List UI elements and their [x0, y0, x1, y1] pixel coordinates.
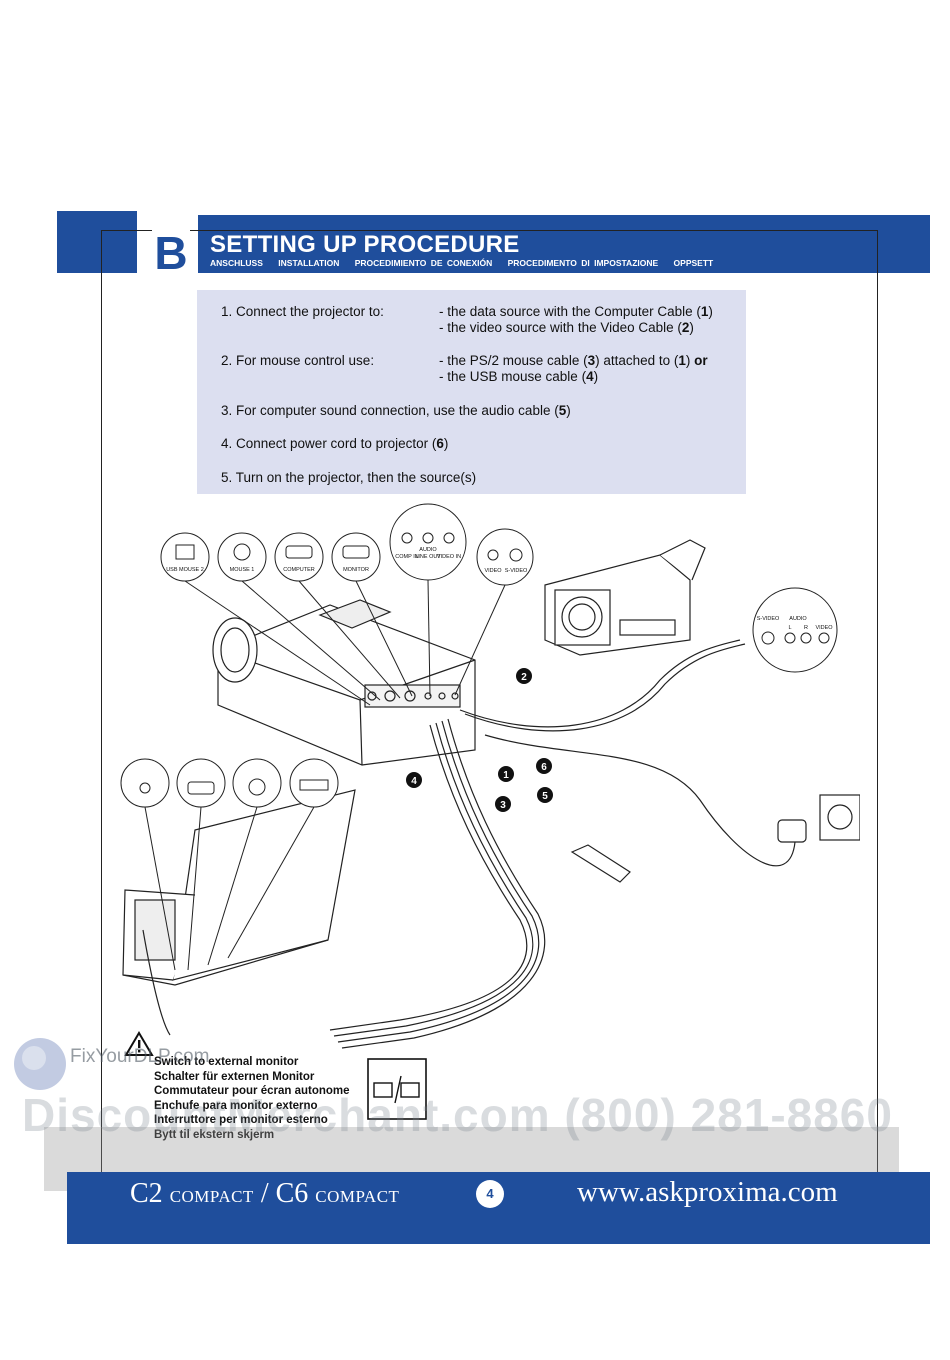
- camcorder-audio-label: AUDIO: [789, 616, 807, 622]
- svg-text:1: 1: [503, 770, 509, 781]
- port-usb-mouse-2: USB MOUSE 2: [160, 532, 210, 582]
- port-usb-mouse-2-label: USB MOUSE 2: [166, 567, 204, 573]
- model-c6: C6: [275, 1178, 309, 1209]
- port-audio-group: AUDIO COMP IN LINE OUT VIDEO IN: [389, 503, 467, 581]
- page-number: 4: [476, 1180, 504, 1208]
- step-3-label: 3. For computer sound connection, use th…: [221, 403, 571, 418]
- model-compact-1: COMPACT: [169, 1187, 254, 1206]
- camcorder-video-label: VIDEO: [815, 625, 833, 631]
- audio-video-in-label: VIDEO IN: [437, 554, 461, 560]
- subtitle-translations: ANSCHLUSS INSTALLATION PROCEDIMIENTO DE …: [210, 258, 724, 268]
- audio-comp-in-label: COMP IN: [395, 554, 418, 560]
- step-1-detail-1: - the data source with the Computer Cabl…: [439, 304, 713, 319]
- port-computer-label: COMPUTER: [283, 567, 315, 573]
- warning-icon: [124, 1031, 154, 1056]
- model-name: C2 COMPACT / C6 COMPACT: [130, 1178, 399, 1210]
- monitor-switch-es: Enchufe para monitor externo: [154, 1099, 318, 1112]
- callout-2: 2: [516, 668, 532, 684]
- section-letter: B: [152, 228, 190, 278]
- projector-illustration: [212, 599, 476, 766]
- camcorder-svideo-label: S-VIDEO: [757, 616, 780, 622]
- monitor-switch-fr: Commutateur pour écran autonome: [154, 1085, 350, 1097]
- camcorder-r-label: R: [804, 625, 808, 631]
- monitor-switch-icon: [367, 1058, 427, 1120]
- step-1-detail-2: - the video source with the Video Cable …: [439, 320, 694, 335]
- fixyourdlp-watermark: FixYourDLP.com: [70, 1046, 210, 1067]
- port-computer: COMPUTER: [274, 532, 324, 582]
- svg-text:6: 6: [541, 762, 547, 773]
- footer-url[interactable]: www.askproxima.com: [577, 1176, 838, 1208]
- svg-text:2: 2: [521, 672, 527, 683]
- camcorder-illustration: [544, 539, 706, 656]
- port-svideo-label: S-VIDEO: [505, 568, 528, 574]
- svg-text:4: 4: [411, 776, 417, 787]
- port-monitor-label: MONITOR: [343, 567, 369, 573]
- monitor-switch-no: Bytt til ekstern skjerm: [154, 1128, 275, 1141]
- cable-bundle: [142, 639, 796, 1049]
- step-2-label: 2. For mouse control use:: [221, 353, 375, 368]
- step-4-label: 4. Connect power cord to projector (6): [221, 436, 449, 451]
- model-c2: C2: [130, 1178, 163, 1209]
- subtitle-de: ANSCHLUSS: [210, 258, 263, 268]
- subtitle-fr: INSTALLATION: [278, 258, 340, 268]
- remote-control-illustration: [570, 844, 631, 883]
- step-2-detail-1: - the PS/2 mouse cable (3) attached to (…: [439, 353, 708, 368]
- svg-text:5: 5: [542, 791, 548, 802]
- audio-group-title: AUDIO: [419, 547, 437, 553]
- model-compact-2: COMPACT: [315, 1187, 400, 1206]
- port-video-svideo: VIDEO S-VIDEO: [476, 528, 534, 586]
- watermark-text: DiscountMerchant.com (800) 281-8860: [22, 1089, 893, 1141]
- laptop-illustration: [122, 789, 356, 986]
- power-outlet-illustration: [777, 794, 860, 843]
- callout-4: 4: [406, 772, 422, 788]
- header-accent-block: [57, 211, 137, 273]
- monitor-switch-it: Interruttore per monitor esterno: [154, 1114, 328, 1126]
- subtitle-es: PROCEDIMIENTO DE CONEXIÓN: [354, 258, 493, 268]
- fixyourdlp-logo-icon: [14, 1038, 66, 1090]
- step-2-detail-2: - the USB mouse cable (4): [439, 369, 599, 384]
- header-banner: [198, 215, 930, 273]
- monitor-switch-de: Schalter für externen Monitor: [154, 1070, 315, 1083]
- port-mouse-1: MOUSE 1: [217, 532, 267, 582]
- subtitle-no: OPPSETT: [673, 258, 714, 268]
- monitor-switch-en: Switch to external monitor: [154, 1056, 299, 1068]
- subtitle-it: PROCEDIMENTO DI IMPOSTAZIONE: [507, 258, 659, 268]
- step-5-label: 5. Turn on the projector, then the sourc…: [221, 470, 477, 485]
- page-title: SETTING UP PROCEDURE: [210, 231, 520, 258]
- port-monitor: MONITOR: [331, 532, 381, 582]
- callout-3: 3: [495, 796, 511, 812]
- port-video-label: VIDEO: [484, 568, 502, 574]
- audio-line-out-label: LINE OUT: [415, 554, 441, 560]
- connection-diagram: USB MOUSE 2 MOUSE 1 COMPUTER MONITOR AUD…: [120, 503, 860, 1049]
- steps-box: 1. Connect the projector to: - the data …: [197, 290, 746, 494]
- svg-text:3: 3: [500, 800, 506, 811]
- model-slash: /: [253, 1178, 276, 1209]
- laptop-ports: [120, 758, 339, 808]
- monitor-switch-note: Switch to external monitor Schalter für …: [154, 1055, 350, 1142]
- port-mouse-1-label: MOUSE 1: [230, 567, 255, 573]
- callout-5: 5: [537, 787, 553, 803]
- callout-6: 6: [536, 758, 552, 774]
- camcorder-l-label: L: [788, 625, 791, 631]
- camcorder-ports: S-VIDEO AUDIO L R VIDEO: [752, 587, 838, 673]
- step-1-label: 1. Connect the projector to:: [221, 304, 384, 319]
- callout-1: 1: [498, 766, 514, 782]
